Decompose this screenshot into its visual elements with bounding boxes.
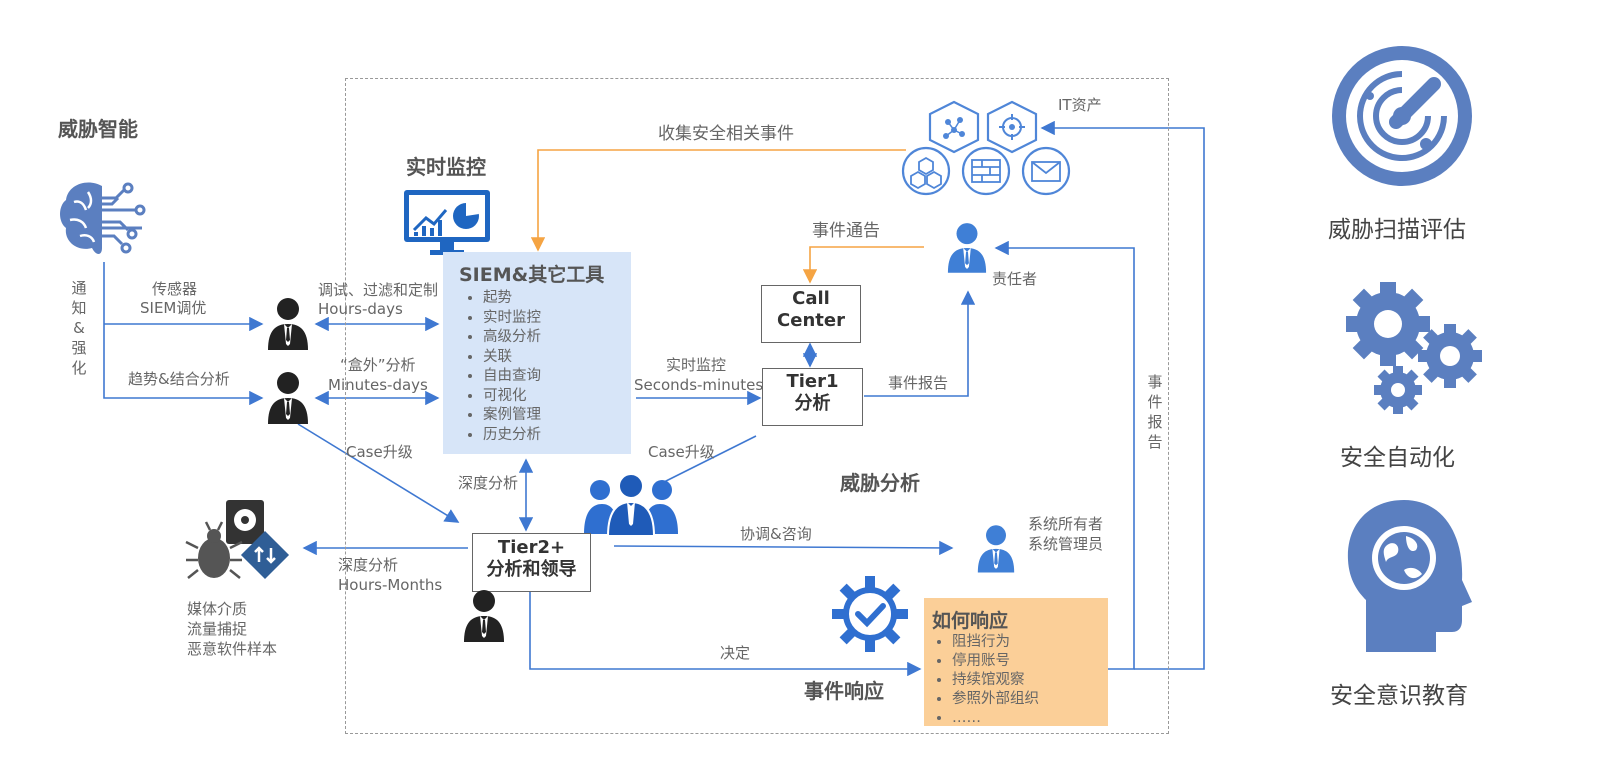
list-item: 案例管理 bbox=[483, 406, 631, 426]
response-title: 如何响应 bbox=[932, 610, 1009, 632]
team-icon bbox=[584, 473, 678, 536]
owner-person-icon bbox=[947, 223, 987, 273]
incident-response-title: 事件响应 bbox=[804, 679, 884, 703]
list-item: 高级分析 bbox=[483, 328, 631, 348]
threat-analysis-title: 威胁分析 bbox=[840, 471, 920, 495]
media-item: 流量捕捉 bbox=[187, 620, 248, 638]
radar-scan-icon bbox=[1332, 46, 1472, 186]
report-vertical: 事 件 报 告 bbox=[1146, 372, 1164, 452]
notify-strengthen-vertical: 通 知 & 强 化 bbox=[70, 278, 88, 378]
case-upgrade-right-label: Case升级 bbox=[648, 443, 715, 461]
deep-analysis-left-label: 深度分析 bbox=[338, 556, 399, 574]
oob-time-label: Minutes-days bbox=[328, 376, 428, 394]
vertical-char: 告 bbox=[1147, 433, 1163, 451]
tier2-line: Tier2+ bbox=[497, 537, 566, 558]
it-assets-label: IT资产 bbox=[1058, 96, 1102, 114]
notify-label: 事件通告 bbox=[812, 221, 880, 241]
siem-title: SIEM&其它工具 bbox=[459, 264, 605, 286]
vertical-char: 件 bbox=[1147, 393, 1163, 411]
call-center-line: Center bbox=[777, 310, 845, 331]
siem-feature-list: 起势 实时监控 高级分析 关联 自由查询 可视化 案例管理 历史分析 bbox=[443, 289, 631, 445]
tier1-line: 分析 bbox=[794, 393, 831, 414]
sysowner-label: 系统所有者 bbox=[1028, 515, 1104, 533]
tier1-line: Tier1 bbox=[786, 371, 839, 392]
soc-boundary bbox=[345, 78, 1169, 734]
list-item: 可视化 bbox=[483, 387, 631, 407]
decide-label: 决定 bbox=[720, 644, 751, 662]
call-center-box: Call Center bbox=[761, 285, 861, 343]
gear-check-icon bbox=[832, 576, 908, 652]
sysowner-person-icon bbox=[977, 525, 1015, 573]
trend-label: 趋势&结合分析 bbox=[128, 370, 230, 388]
it-assets-icon-cluster bbox=[901, 100, 1071, 196]
tier2-line: 分析和领导 bbox=[486, 559, 577, 580]
malware-forensics-icon bbox=[185, 500, 290, 580]
siem-tools-panel: SIEM&其它工具 起势 实时监控 高级分析 关联 自由查询 可视化 案例管理 … bbox=[443, 252, 631, 454]
tier2-box: Tier2+ 分析和领导 bbox=[472, 533, 591, 592]
deep-analysis-time-label: Hours-Months bbox=[338, 576, 443, 594]
list-item: 阻挡行为 bbox=[952, 633, 1108, 652]
list-item: …… bbox=[952, 709, 1108, 728]
security-automation-label: 安全自动化 bbox=[1340, 445, 1455, 471]
threat-scan-label: 威胁扫描评估 bbox=[1328, 217, 1466, 243]
siem-tune-label: SIEM调优 bbox=[140, 299, 207, 317]
list-item: 持续馆观察 bbox=[952, 671, 1108, 690]
report-label: 事件报告 bbox=[888, 374, 949, 392]
tune-filter-label: 调试、过滤和定制 bbox=[318, 281, 439, 299]
list-item: 自由查询 bbox=[483, 367, 631, 387]
vertical-char: 通 bbox=[71, 279, 87, 297]
sensor-label: 传感器 bbox=[152, 280, 198, 298]
monitor-dashboard-icon bbox=[404, 190, 490, 255]
media-item: 恶意软件样本 bbox=[187, 640, 278, 658]
vertical-char: 事 bbox=[1147, 373, 1163, 391]
realtime-monitor-title: 实时监控 bbox=[406, 155, 486, 179]
realtime-time-label: Seconds-minutes bbox=[634, 376, 764, 394]
case-upgrade-left-label: Case升级 bbox=[346, 443, 413, 461]
gears-automation-icon bbox=[1346, 282, 1482, 414]
leader-person-icon bbox=[464, 590, 504, 642]
analyst-person-icon bbox=[268, 298, 308, 350]
security-education-label: 安全意识教育 bbox=[1330, 683, 1468, 709]
head-education-icon bbox=[1347, 500, 1472, 652]
threat-intel-title: 威胁智能 bbox=[58, 117, 138, 141]
vertical-char: 强 bbox=[71, 339, 87, 357]
list-item: 起势 bbox=[483, 289, 631, 309]
response-list: 阻挡行为 停用账号 持续馆观察 参照外部组织 …… bbox=[924, 633, 1108, 728]
realtime-label: 实时监控 bbox=[666, 356, 727, 374]
list-item: 停用账号 bbox=[952, 652, 1108, 671]
analyst-person-icon bbox=[268, 372, 308, 424]
vertical-char: & bbox=[73, 319, 85, 337]
vertical-char: 化 bbox=[71, 359, 87, 377]
vertical-char: 知 bbox=[71, 299, 87, 317]
sysadmin-label: 系统管理员 bbox=[1028, 535, 1104, 553]
deep-analysis-label: 深度分析 bbox=[458, 474, 519, 492]
vertical-char: 报 bbox=[1147, 413, 1163, 431]
owner-label: 责任者 bbox=[992, 270, 1038, 288]
call-center-line: Call bbox=[792, 288, 830, 309]
media-item: 媒体介质 bbox=[187, 600, 248, 618]
tune-time-label: Hours-days bbox=[318, 300, 403, 318]
list-item: 参照外部组织 bbox=[952, 690, 1108, 709]
list-item: 实时监控 bbox=[483, 309, 631, 329]
brain-icon bbox=[60, 182, 146, 254]
list-item: 历史分析 bbox=[483, 426, 631, 446]
tier1-box: Tier1 分析 bbox=[762, 368, 863, 426]
list-item: 关联 bbox=[483, 348, 631, 368]
oob-label: “盒外”分析 bbox=[340, 356, 416, 374]
coordinate-label: 协调&咨询 bbox=[740, 525, 812, 543]
response-panel: 如何响应 阻挡行为 停用账号 持续馆观察 参照外部组织 …… bbox=[924, 598, 1108, 726]
collect-events-label: 收集安全相关事件 bbox=[658, 124, 794, 144]
